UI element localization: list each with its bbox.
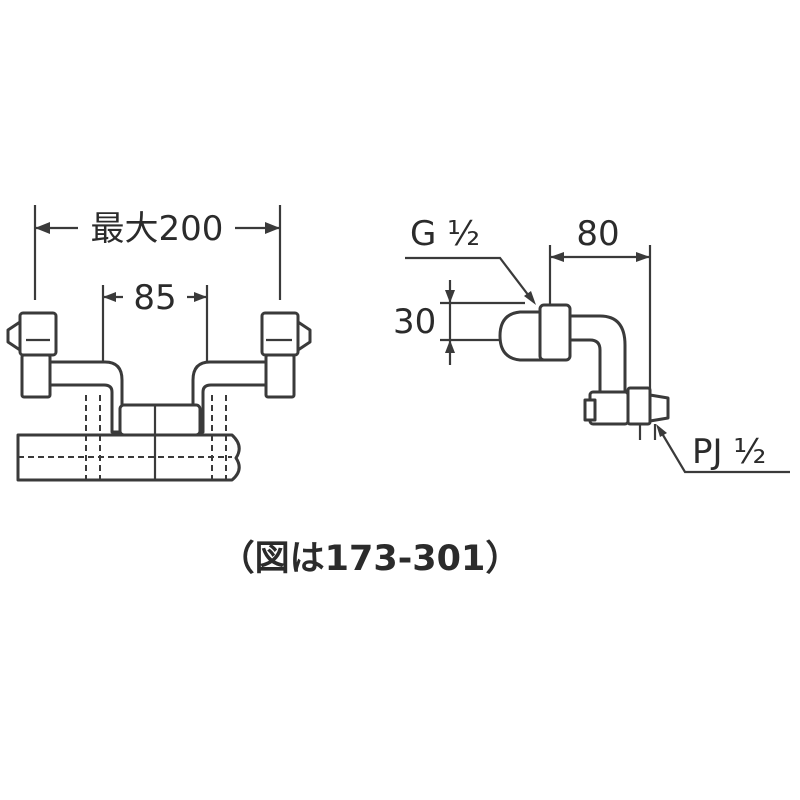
height-dimension: 30 (393, 280, 525, 365)
side-nut (538, 303, 572, 362)
pitch-label: 85 (133, 278, 176, 318)
left-inlet-fitting (6, 311, 58, 399)
side-curved-pipe (568, 314, 627, 397)
max-width-label: 最大200 (91, 209, 224, 249)
height-label: 30 (393, 302, 436, 342)
right-inlet-fitting (260, 311, 312, 399)
thread-g-label: G ½ (410, 214, 480, 254)
side-view: G ½ 80 30 (393, 214, 790, 474)
outlet-fitting (583, 386, 670, 440)
figure-caption: （図は173-301） (220, 539, 521, 579)
thread-pj-label: PJ ½ (692, 432, 766, 472)
depth-label: 80 (576, 214, 619, 254)
thread-pj-callout: PJ ½ (656, 424, 790, 474)
max-width-dimension: 最大200 (33, 205, 282, 300)
center-hub (118, 403, 202, 437)
thread-g-callout: G ½ (405, 214, 536, 305)
depth-dimension: 80 (548, 214, 652, 400)
pitch-dimension: 85 (101, 278, 209, 365)
front-view: 最大200 85 (6, 205, 312, 482)
